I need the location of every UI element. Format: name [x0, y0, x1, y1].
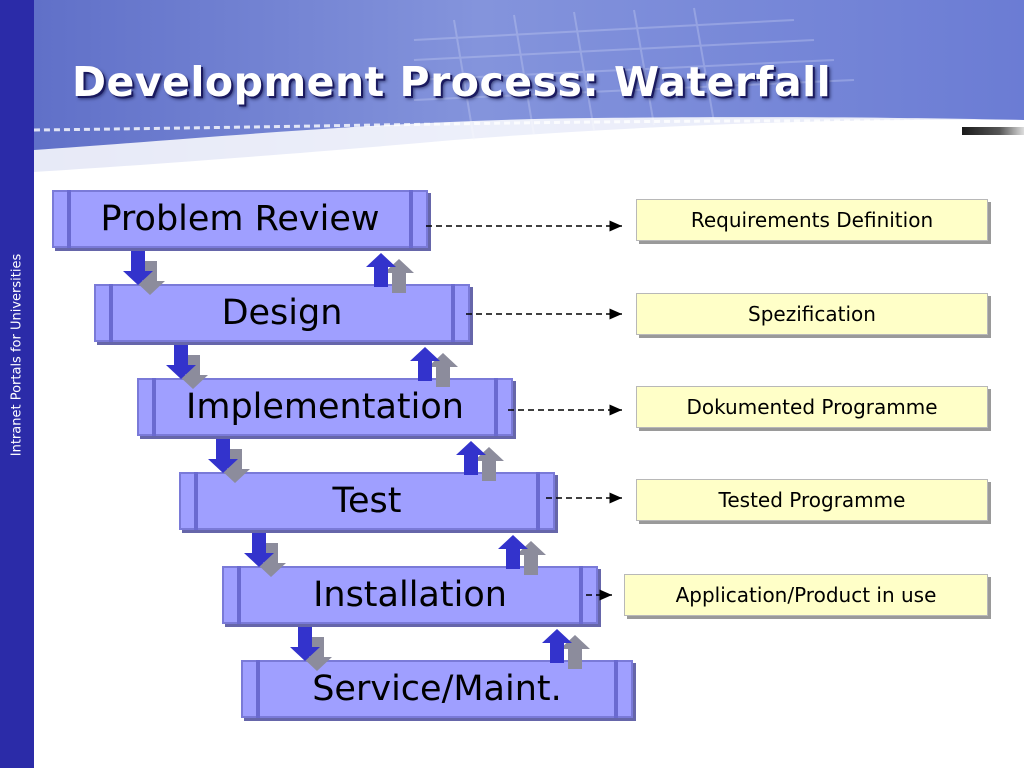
phase-label: Service/Maint. — [312, 669, 562, 709]
phase-label: Design — [221, 293, 343, 333]
phase-label: Problem Review — [100, 199, 380, 239]
output-application-in-use: Application/Product in use — [624, 574, 988, 616]
up-arrow-4 — [498, 535, 546, 575]
phase-test: Test — [179, 472, 555, 530]
phase-implementation: Implementation — [137, 378, 513, 436]
header-banner — [34, 0, 1024, 178]
down-arrow-5 — [290, 627, 332, 671]
phase-label: Test — [332, 481, 402, 521]
phase-service-maint: Service/Maint. — [241, 660, 633, 718]
slide-title: Development Process: Waterfall — [72, 58, 832, 106]
down-arrow-3 — [208, 439, 250, 483]
phase-design: Design — [94, 284, 470, 342]
phase-label: Installation — [313, 575, 507, 615]
down-arrow-4 — [244, 533, 286, 577]
down-arrow-2 — [166, 345, 208, 389]
sidebar-strip: Intranet Portals for Universities — [0, 0, 34, 768]
up-arrow-1 — [366, 253, 414, 293]
up-arrow-2 — [410, 347, 458, 387]
up-arrow-3 — [456, 441, 504, 481]
up-arrow-5 — [542, 629, 590, 669]
phase-label: Implementation — [186, 387, 464, 427]
output-requirements-definition: Requirements Definition — [636, 199, 988, 241]
output-tested-programme: Tested Programme — [636, 479, 988, 521]
phase-installation: Installation — [222, 566, 598, 624]
phase-problem-review: Problem Review — [52, 190, 428, 248]
title-underline-bar — [962, 127, 1024, 135]
down-arrow-1 — [123, 251, 165, 295]
output-dokumented-programme: Dokumented Programme — [636, 386, 988, 428]
output-spezification: Spezification — [636, 293, 988, 335]
